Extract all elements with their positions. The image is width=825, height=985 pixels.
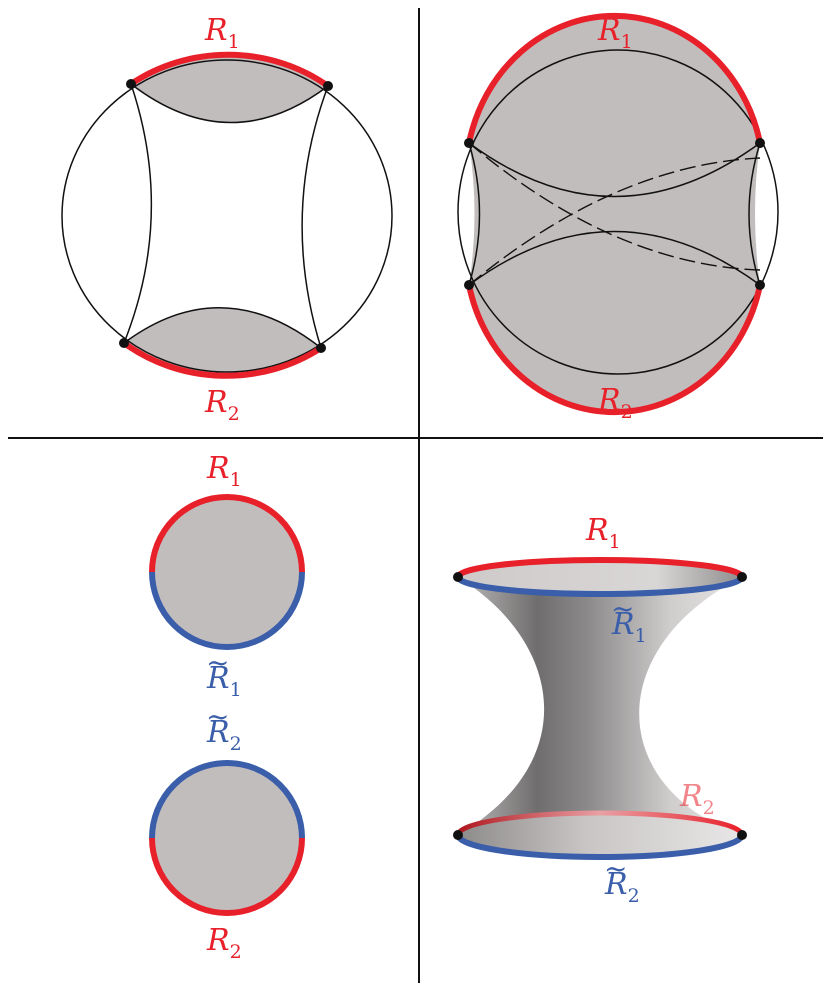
endpoint-dot [464,138,474,148]
svg-text:R2: R2 [204,385,240,425]
upper-disk [152,497,302,647]
shaded-region-connected [469,15,760,413]
top-rim-r1 [455,557,745,578]
svg-text:R2: R2 [597,383,633,423]
label-r1-tilde: R [611,607,635,642]
label-r2-sub: 2 [703,797,715,819]
tilde-mark: ~ [206,646,229,679]
endpoint-dot [737,830,747,840]
tilde-mark: ~ [611,592,634,625]
geodesic-right [748,142,761,286]
endpoint-dot [119,338,129,348]
label-r2-tilde: R [604,867,628,902]
lower-disk-arc-r2-tilde [149,760,305,839]
label-r1: R [597,13,621,48]
endpoint-dot [126,79,136,89]
top-rim-r1-tilde [455,576,745,597]
label-r2-tilde-sub: 2 [628,885,640,907]
svg-text:R1: R1 [597,13,633,53]
geodesic-left [123,83,153,344]
wormhole-throat [458,577,742,835]
lower-disk [152,763,302,913]
label-r2-sub: 2 [230,941,242,963]
boundary-circle [457,49,779,375]
label-r2: R [204,385,228,420]
label-r2-tilde-sub: 2 [230,733,242,755]
top-rim-disk [458,560,742,594]
label-r1-sub: 1 [609,531,621,553]
endpoint-dot [453,572,463,582]
label-r1: R [585,513,609,548]
label-r2-tilde: R [206,715,230,750]
boundary-arc-r2 [466,284,763,416]
lower-disk-arc-r2 [149,837,305,916]
bottom-rim-disk [458,813,742,857]
endpoint-dot [737,572,747,582]
panel-top-right: R1 R2 [457,12,779,423]
label-r1-tilde-sub: 1 [635,625,647,647]
label-r2: R [597,383,621,418]
tilde-mark: ~ [206,700,229,733]
svg-text:R2: R2 [206,715,242,755]
geodesic-left [468,142,481,286]
svg-text:R2: R2 [679,779,715,819]
svg-text:R1: R1 [204,13,240,53]
dashed-geodesic-2 [468,157,761,286]
svg-text:R1: R1 [611,607,647,647]
svg-text:R1: R1 [585,513,621,553]
label-r2: R [679,779,703,814]
label-r1: R [206,451,230,486]
panel-bottom-left: R1 ~ R1 ~ R2 R2 [149,451,305,963]
label-r1-sub: 1 [228,31,240,53]
label-r2: R [206,923,230,958]
endpoint-dot [323,81,333,91]
endpoint-dot [453,830,463,840]
panel-bottom-right: R1 ~ R1 R2 ~ R2 [453,513,747,907]
dashed-geodesic-1 [468,142,761,271]
svg-text:R2: R2 [604,867,640,907]
label-r1-sub: 1 [621,31,633,53]
boundary-arc-r1 [129,51,330,89]
panel-top-left: R1 R2 [61,13,393,425]
geodesic-upper [468,142,761,198]
boundary-circle [61,59,393,373]
upper-disk-arc-r1-tilde [149,571,305,650]
boundary-arc-r1 [466,12,763,144]
boundary-arc-r2 [122,340,323,379]
upper-disk-arc-r1 [149,494,305,573]
endpoint-dot [316,343,326,353]
tilde-mark: ~ [604,852,627,885]
geodesic-right [301,85,329,349]
label-r1: R [204,13,228,48]
label-r2-sub: 2 [621,401,633,423]
label-r1-sub: 1 [230,469,242,491]
svg-text:R2: R2 [206,923,242,963]
endpoint-dot [464,280,474,290]
label-r1-tilde: R [206,661,230,696]
svg-text:R1: R1 [206,661,242,701]
bottom-rim-r2 [455,810,745,836]
label-r2-sub: 2 [228,403,240,425]
endpoint-dot [755,280,765,290]
geodesic-lower [468,230,761,286]
bottom-rim-r2-tilde [455,834,745,860]
svg-text:R1: R1 [206,451,242,491]
label-r1-tilde-sub: 1 [230,679,242,701]
endpoint-dot [755,138,765,148]
